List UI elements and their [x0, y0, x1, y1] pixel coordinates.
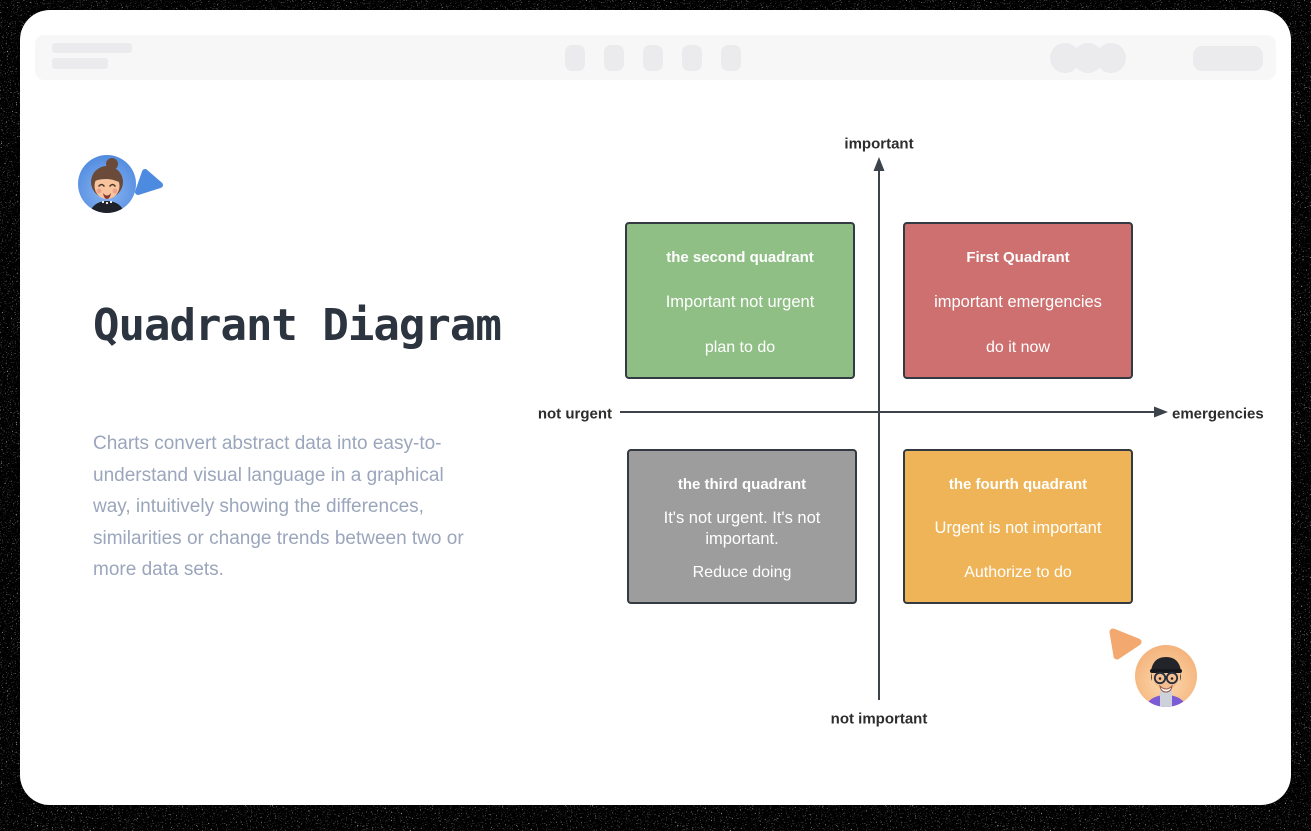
- quadrant-box-third[interactable]: the third quadrant It's not urgent. It's…: [627, 449, 857, 604]
- quadrant-box-second[interactable]: the second quadrant Important not urgent…: [625, 222, 855, 379]
- page-description: Charts convert abstract data into easy-t…: [93, 433, 464, 580]
- quadrant-box-fourth[interactable]: the fourth quadrant Urgent is not import…: [903, 449, 1133, 604]
- toolbar-tool-placeholder: [721, 45, 741, 71]
- axis-label-important: important: [844, 135, 914, 153]
- toolbar-placeholder-bar: [52, 58, 108, 69]
- browser-toolbar: [35, 35, 1276, 80]
- page-title: Quadrant Diagram: [93, 300, 502, 351]
- toolbar-avatar-placeholder: [1096, 43, 1126, 73]
- quadrant-action: plan to do: [704, 339, 776, 356]
- quadrant-title: the fourth quadrant: [948, 476, 1088, 493]
- quadrant-box-first[interactable]: First Quadrant important emergencies do …: [903, 222, 1133, 379]
- quadrant-action: Reduce doing: [692, 564, 792, 581]
- quadrant-action: do it now: [985, 339, 1051, 356]
- quadrant-action: Authorize to do: [964, 564, 1072, 581]
- collaborator-avatar-female: [78, 155, 136, 213]
- quadrant-title: the second quadrant: [666, 249, 814, 266]
- collaborator-cursor-orange: [1109, 628, 1142, 660]
- axis-label-not-important: not important: [830, 710, 928, 728]
- quadrant-axes: [620, 157, 1168, 700]
- axis-label-not-urgent: not urgent: [537, 405, 612, 423]
- toolbar-tool-placeholder: [604, 45, 624, 71]
- toolbar-placeholder-bar: [52, 43, 132, 53]
- quadrant-description: Important not urgent: [665, 293, 815, 312]
- collaborator-cursor-blue: [135, 169, 163, 195]
- toolbar-tool-placeholder: [643, 45, 663, 71]
- axis-label-emergencies: emergencies: [1172, 405, 1264, 423]
- quadrant-title: the third quadrant: [677, 476, 807, 493]
- quadrant-description: important emergencies: [934, 293, 1102, 312]
- toolbar-tool-placeholder: [565, 45, 585, 71]
- app-window: Quadrant Diagram Charts convert abstract…: [20, 10, 1291, 805]
- quadrant-description: It's not urgent. It's not important.: [663, 508, 821, 548]
- collaborator-avatar-male: [1135, 645, 1197, 707]
- quadrant-description: Urgent is not important: [934, 519, 1102, 538]
- quadrant-title: First Quadrant: [966, 249, 1070, 266]
- toolbar-tool-placeholder: [682, 45, 702, 71]
- toolbar-button-placeholder: [1193, 46, 1263, 71]
